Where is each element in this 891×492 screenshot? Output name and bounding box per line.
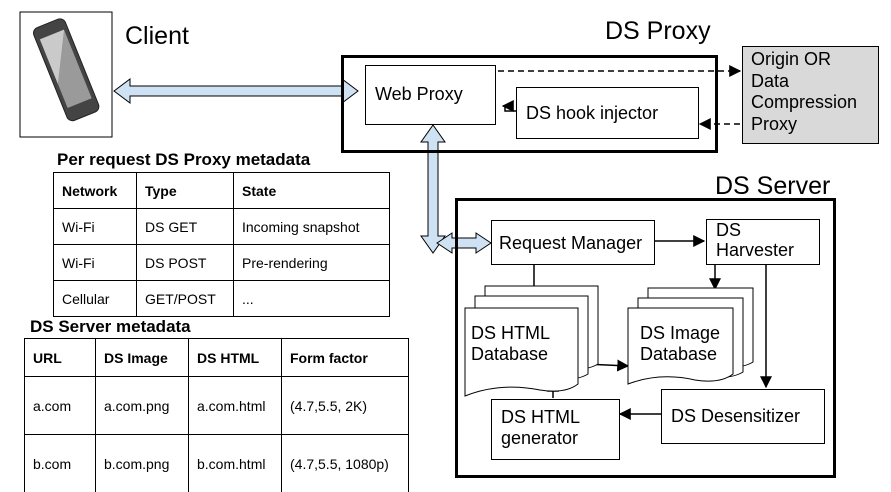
hook-injector-label: DS hook injector	[526, 103, 659, 123]
proxy-table-header-row: Network Type State	[53, 172, 390, 209]
ds-server-container	[455, 198, 836, 478]
ds-proxy-container	[341, 55, 718, 153]
phone-icon	[19, 11, 113, 138]
proxy-table-title: Per request DS Proxy metadata	[57, 150, 311, 169]
request-manager-label: Request Manager	[499, 233, 643, 253]
origin-label: Origin OR Data Compression Proxy	[751, 49, 857, 135]
table-cell: DS GET	[136, 208, 234, 245]
table-cell: Cellular	[53, 280, 137, 317]
ds-server-label: DS Server	[715, 172, 831, 200]
web-proxy-label: Web Proxy	[375, 84, 463, 104]
table-row: b.com b.com.png b.com.html (4.7,5.5, 108…	[24, 434, 409, 492]
table-cell: DS POST	[136, 244, 234, 281]
table-cell: (4.7,5.5, 1080p)	[281, 434, 409, 492]
table-row: Cellular GET/POST ...	[53, 280, 390, 317]
image-database-label: DS Image Database	[640, 323, 720, 364]
harvester-line-2: Harvester	[716, 239, 795, 260]
origin-line-2: Data	[751, 70, 790, 91]
html-generator-label: DS HTML generator	[501, 407, 580, 448]
request-manager-box: Request Manager	[491, 220, 655, 265]
proxy-header-type: Type	[136, 172, 234, 209]
html-generator-box: DS HTML generator	[491, 399, 620, 460]
harvester-box: DS Harvester	[706, 219, 820, 265]
harvester-line-1: DS	[716, 220, 742, 240]
origin-box: Origin OR Data Compression Proxy	[742, 46, 879, 144]
proxy-header-network: Network	[53, 172, 137, 209]
table-cell: Incoming snapshot	[233, 208, 390, 245]
table-cell: b.com	[24, 434, 96, 492]
image-database-line-1: DS Image	[640, 323, 721, 343]
server-header-html: DS HTML	[188, 338, 282, 377]
server-metadata-table: URL DS Image DS HTML Form factor a.com a…	[24, 338, 409, 492]
desensitizer-box: DS Desensitizer	[661, 389, 825, 444]
web-proxy-box: Web Proxy	[365, 65, 496, 125]
ds-proxy-label: DS Proxy	[605, 17, 711, 45]
desensitizer-label: DS Desensitizer	[671, 406, 801, 426]
table-cell: a.com	[24, 376, 96, 435]
client-proxy-arrow	[113, 78, 359, 104]
table-cell: GET/POST	[136, 280, 234, 317]
server-header-image: DS Image	[95, 338, 189, 377]
html-database-line-1: DS HTML	[471, 323, 551, 343]
origin-line-1: Origin OR	[751, 49, 832, 69]
image-database-line-2: Database	[640, 343, 718, 364]
table-cell: Wi-Fi	[53, 208, 137, 245]
table-cell: b.com.html	[188, 434, 282, 492]
table-cell: b.com.png	[95, 434, 189, 492]
html-generator-line-2: generator	[501, 427, 579, 448]
server-header-form-factor: Form factor	[281, 338, 409, 377]
table-cell: a.com.html	[188, 376, 282, 435]
table-row: Wi-Fi DS POST Pre-rendering	[53, 244, 390, 281]
table-cell: Wi-Fi	[53, 244, 137, 281]
html-database-line-2: Database	[471, 343, 549, 364]
hook-injector-box: DS hook injector	[516, 87, 699, 139]
table-row: a.com a.com.png a.com.html (4.7,5.5, 2K)	[24, 376, 409, 435]
proxy-metadata-table: Network Type State Wi-Fi DS GET Incoming…	[53, 172, 390, 317]
table-cell: Pre-rendering	[233, 244, 390, 281]
table-cell: ...	[233, 280, 390, 317]
html-generator-line-1: DS HTML	[501, 407, 581, 427]
server-table-title: DS Server metadata	[30, 317, 191, 336]
client-label: Client	[125, 22, 189, 50]
harvester-label: DS Harvester	[716, 220, 795, 261]
origin-line-3: Compression	[751, 92, 858, 113]
server-table-header-row: URL DS Image DS HTML Form factor	[24, 338, 409, 377]
table-row: Wi-Fi DS GET Incoming snapshot	[53, 208, 390, 245]
html-database-label: DS HTML Database	[471, 323, 550, 364]
origin-line-4: Proxy	[751, 113, 798, 134]
table-cell: a.com.png	[95, 376, 189, 435]
proxy-header-state: State	[233, 172, 390, 209]
server-header-url: URL	[24, 338, 96, 377]
table-cell: (4.7,5.5, 2K)	[281, 376, 409, 435]
